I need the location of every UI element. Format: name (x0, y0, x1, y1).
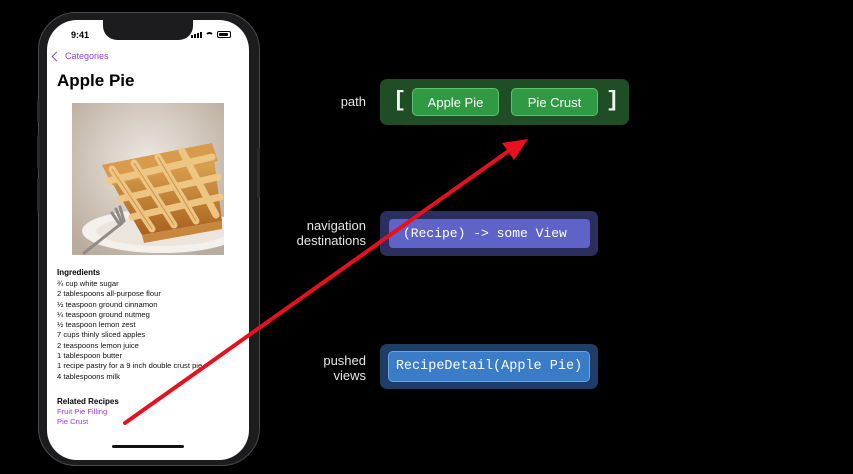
ingredient-item: 7 cups thinly sliced apples (57, 330, 146, 340)
notch (103, 20, 193, 40)
page-title: Apple Pie (57, 71, 135, 90)
phone-side-button (37, 100, 40, 122)
battery-icon (217, 31, 231, 38)
path-close-bracket: ] (606, 88, 620, 113)
phone-volume-up (37, 135, 40, 169)
home-indicator (112, 445, 184, 448)
related-recipes-heading: Related Recipes (57, 397, 119, 406)
ingredient-item: 1 tablespoon butter (57, 351, 123, 361)
status-time: 9:41 (71, 30, 90, 40)
phone-power-button (257, 148, 260, 198)
phone-screen: 9:41 Categories Apple Pie (47, 20, 249, 460)
ingredient-item: 2 teaspoons lemon juice (57, 340, 139, 350)
pushed-label-line2: views (333, 368, 366, 383)
related-link-pie-crust[interactable]: Pie Crust (57, 417, 89, 426)
nav-label-line1: navigation (306, 218, 366, 233)
ingredient-item: ¾ cup white sugar (57, 279, 119, 288)
navigation-destinations-label: navigation destinations (270, 218, 366, 248)
pushed-views-box: RecipeDetail(Apple Pie) (380, 344, 598, 389)
arrow-head (502, 139, 528, 160)
ingredient-item: ½ teaspoon ground cinnamon (57, 299, 158, 309)
ingredient-item: ¼ teaspoon ground nutmeg (57, 309, 150, 319)
phone-volume-down (37, 178, 40, 212)
status-icons (191, 31, 231, 38)
ingredient-item: 4 tablespoons milk (57, 371, 120, 381)
pushed-view-chip[interactable]: RecipeDetail(Apple Pie) (388, 351, 590, 382)
path-open-bracket: [ (393, 88, 407, 113)
navigation-destinations-box: (Recipe) -> some View (380, 211, 598, 256)
chevron-left-icon (51, 51, 62, 61)
path-label: path (340, 94, 366, 109)
signal-icon (191, 31, 202, 38)
related-link-fruit-pie-filling[interactable]: Fruit Pie Filling (57, 407, 108, 416)
pushed-label-line1: pushed (323, 353, 366, 368)
path-item-pie-crust[interactable]: Pie Crust (511, 88, 598, 116)
ingredients-list: ¾ cup white sugar 2 tablespoons all-purp… (57, 279, 202, 382)
pushed-views-label: pushed views (290, 353, 366, 383)
navigation-destination-chip[interactable]: (Recipe) -> some View (389, 219, 590, 248)
ingredient-item: 2 tablespoons all-purpose flour (57, 289, 161, 299)
ingredients-heading: Ingredients (57, 268, 101, 277)
recipe-image (72, 103, 224, 255)
nav-label-line2: destinations (296, 233, 366, 248)
path-item-apple-pie[interactable]: Apple Pie (412, 88, 499, 116)
back-button[interactable]: Categories (51, 51, 109, 61)
path-stack: [ Apple Pie Pie Crust ] (380, 79, 629, 125)
wifi-icon (205, 31, 214, 38)
ingredient-item: ½ teaspoon lemon zest (57, 320, 136, 330)
back-label: Categories (65, 51, 109, 61)
ingredient-item: 1 recipe pastry for a 9 inch double crus… (57, 361, 203, 371)
